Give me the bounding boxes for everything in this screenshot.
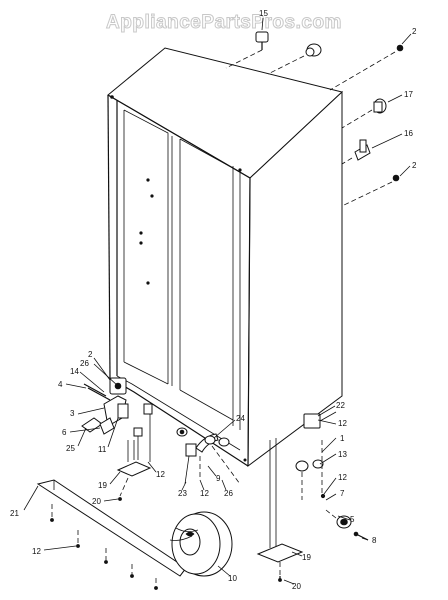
part-nut-top	[267, 43, 322, 75]
watermark-text: AppliancePartsPros.com	[106, 12, 342, 33]
callout-11: 11	[98, 445, 107, 454]
callout-22: 22	[336, 401, 345, 410]
callout-20: 20	[92, 497, 101, 506]
callout-19: 19	[98, 481, 107, 490]
part-2-screw-mid	[341, 174, 400, 207]
callout-7: 7	[340, 489, 345, 498]
callout-3: 3	[70, 409, 75, 418]
part-21-kick-plate	[36, 479, 187, 590]
callout-12: 12	[32, 547, 41, 556]
callout-26: 26	[80, 359, 89, 368]
left-leg-parts	[116, 440, 152, 501]
callout-5: 5	[350, 515, 355, 524]
part-15-hinge-pin	[225, 31, 269, 69]
callout-4: 4	[58, 380, 63, 389]
callout-14: 14	[70, 367, 79, 376]
callout-9: 9	[216, 474, 221, 483]
callout-10: 10	[228, 574, 237, 583]
callout-6: 6	[62, 428, 67, 437]
callout-24: 24	[236, 414, 245, 423]
callout-labels: 15 2 17 16 2 2 26 14 4 3 6 25 11 24 22 1…	[10, 9, 417, 591]
part-16-bracket	[341, 139, 371, 165]
callout-21: 21	[10, 509, 19, 518]
callout-26: 26	[224, 489, 233, 498]
part-17-bushing	[341, 98, 387, 129]
callout-17: 17	[404, 90, 413, 99]
callout-23: 23	[178, 489, 187, 498]
callout-12: 12	[338, 473, 347, 482]
drain-parts	[176, 427, 241, 485]
callout-12: 12	[338, 419, 347, 428]
callout-20: 20	[292, 582, 301, 591]
leader-lines	[23, 17, 412, 585]
callout-2: 2	[412, 27, 417, 36]
callout-2: 2	[88, 350, 93, 359]
callout-25: 25	[66, 444, 75, 453]
callout-15: 15	[259, 9, 268, 18]
callout-1: 1	[340, 434, 345, 443]
callout-16: 16	[404, 129, 413, 138]
cabinet-shell	[107, 47, 344, 468]
callout-19: 19	[302, 553, 311, 562]
top-back-parts	[225, 31, 404, 207]
callout-13: 13	[338, 450, 347, 459]
callout-2: 2	[412, 161, 417, 170]
part-10-coil	[169, 511, 233, 577]
part-2-screw-top	[329, 44, 404, 91]
callout-12: 12	[200, 489, 209, 498]
callout-8: 8	[372, 536, 377, 545]
callout-12: 12	[156, 470, 165, 479]
